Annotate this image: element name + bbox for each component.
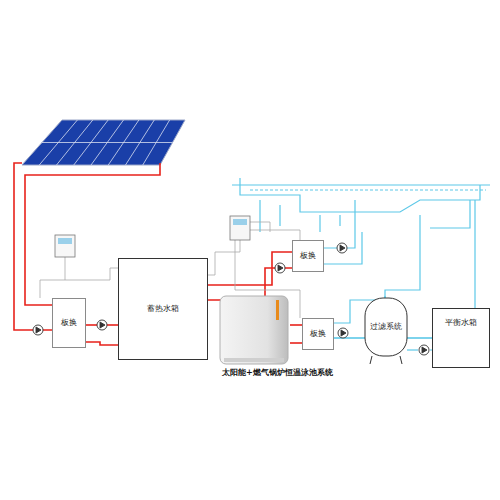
pipe-connector — [407, 337, 432, 339]
pipe-connector — [334, 337, 365, 339]
node-label: 蓄热水箱 — [147, 305, 179, 314]
balance-tank: 平衡水箱 — [432, 308, 490, 368]
controller — [55, 216, 250, 257]
node-label: 板换 — [310, 330, 326, 339]
plate-heat-exchanger: 板换 — [292, 240, 324, 272]
filter-system: 过滤系统 — [365, 298, 407, 356]
solar-panel — [22, 120, 185, 165]
filter-tank — [365, 298, 407, 364]
node-label: 过滤系统 — [370, 323, 402, 332]
node-label: 板换 — [61, 319, 77, 328]
storage-tank: 蓄热水箱 — [118, 258, 208, 360]
gas-boiler — [220, 296, 288, 364]
node-label: 板换 — [300, 252, 316, 261]
plate-heat-exchanger: 板换 — [302, 318, 334, 350]
caption: 太阳能+燃气锅炉恒温泳池系统 — [222, 367, 333, 378]
plate-heat-exchanger: 板换 — [52, 298, 86, 348]
pipe-connector — [208, 252, 292, 285]
node-label: 平衡水箱 — [445, 319, 477, 328]
